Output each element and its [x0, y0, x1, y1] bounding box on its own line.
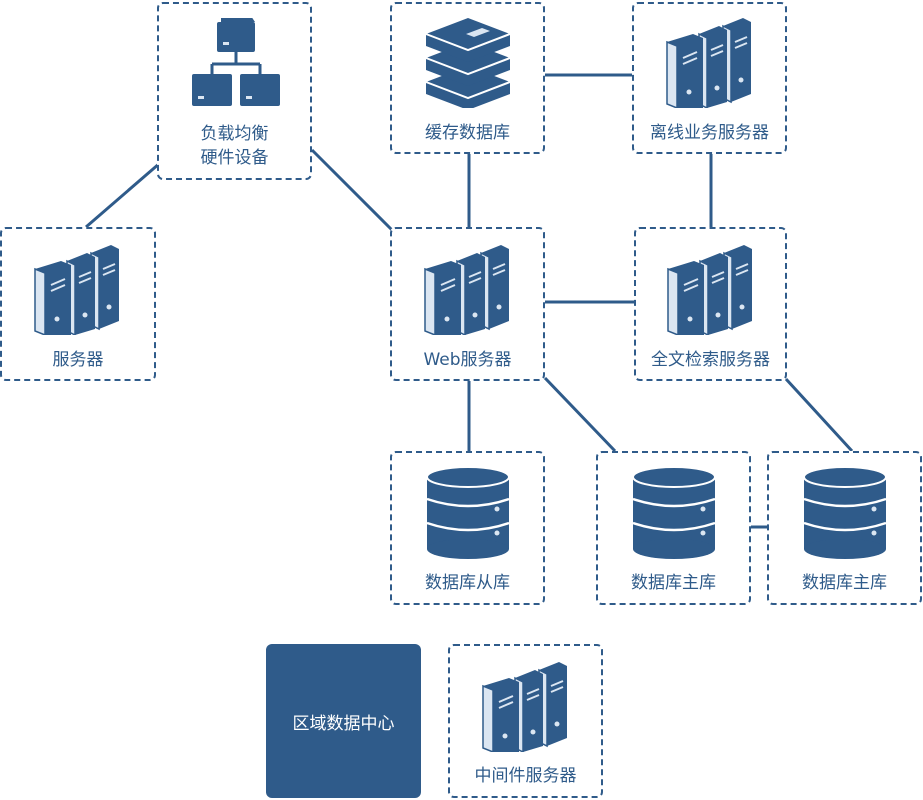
- web-server-node[interactable]: Web服务器: [390, 227, 545, 381]
- hierarchy-icon: [191, 18, 280, 106]
- offline-server-node[interactable]: 离线业务服务器: [632, 2, 787, 154]
- db-slave-node[interactable]: 数据库从库: [390, 451, 545, 605]
- stack-icon: [425, 18, 510, 108]
- db-master-node-1[interactable]: 数据库主库: [596, 451, 751, 605]
- search-server-label: 全文检索服务器: [651, 350, 770, 370]
- database-icon: [631, 466, 716, 559]
- search-server-node[interactable]: 全文检索服务器: [634, 227, 787, 381]
- database-icon: [802, 466, 887, 559]
- cache-db-label: 缓存数据库: [425, 123, 510, 143]
- middleware-server-label: 中间件服务器: [474, 766, 577, 786]
- offline-server-label: 离线业务服务器: [650, 123, 769, 143]
- server-node[interactable]: 服务器: [0, 227, 156, 381]
- load-balancer-node[interactable]: 负载均衡 硬件设备: [157, 2, 312, 180]
- load-balancer-label-line1: 负载均衡: [200, 124, 269, 144]
- middleware-server-node[interactable]: 中间件服务器: [448, 644, 603, 798]
- db-slave-label: 数据库从库: [425, 573, 510, 593]
- db-master-label-2: 数据库主库: [802, 573, 887, 593]
- web-server-label: Web服务器: [423, 350, 512, 370]
- link-lb-server: [85, 161, 161, 229]
- link-web-dbmaster1: [543, 376, 617, 453]
- link-lb-web: [310, 148, 394, 232]
- load-balancer-label-line2: 硬件设备: [200, 148, 269, 168]
- database-icon: [425, 466, 510, 559]
- region-data-center-label: 区域数据中心: [292, 713, 395, 734]
- server-rack-icon: [423, 245, 509, 335]
- db-master-node-2[interactable]: 数据库主库: [767, 451, 922, 605]
- server-label: 服务器: [52, 350, 104, 370]
- server-rack-icon: [665, 18, 751, 108]
- cache-db-node[interactable]: 缓存数据库: [390, 2, 545, 154]
- server-rack-icon: [481, 662, 567, 752]
- region-data-center-legend: 区域数据中心: [266, 644, 421, 798]
- server-rack-icon: [34, 245, 119, 335]
- link-search-dbmaster2: [784, 377, 854, 453]
- server-rack-icon: [666, 245, 752, 335]
- db-master-label-1: 数据库主库: [631, 573, 716, 593]
